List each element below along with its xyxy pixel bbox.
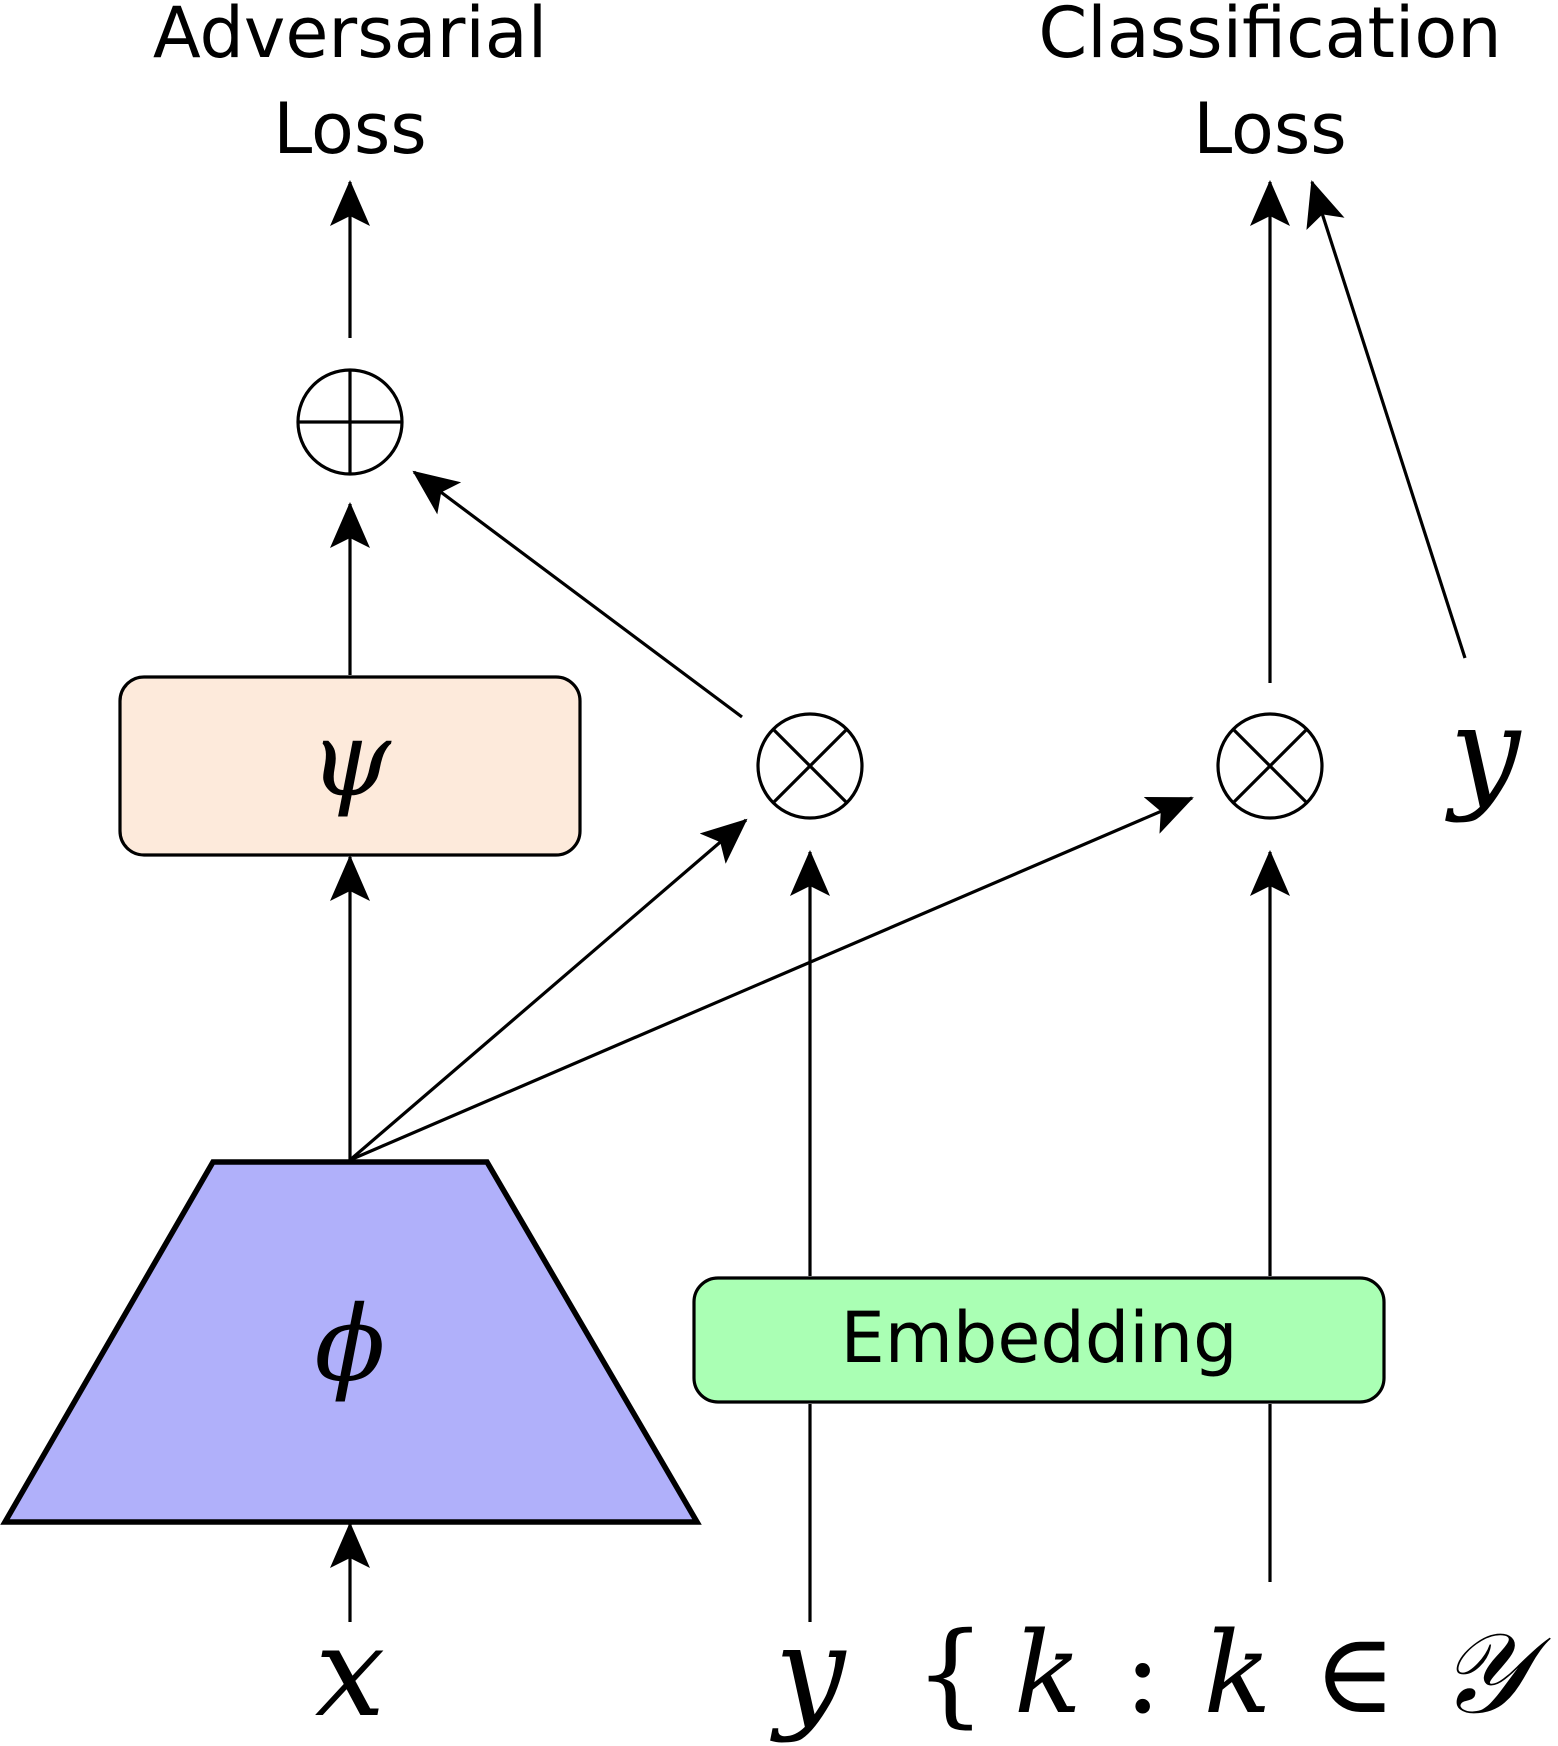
input-y: y [770,1600,847,1745]
embedding-node: Embedding [692,1276,1386,1404]
adversarial-loss-line-2: Loss [273,88,427,170]
label-set: { k : k ∈ 𝒴 } [915,1609,1558,1739]
edge-product-1-to-sum [412,470,743,719]
label-set-in-symbol: ∈ [1313,1609,1396,1739]
psi-symbol: ψ [309,698,392,820]
edge-phi-to-product-1 [348,818,748,1162]
phi-node: ϕ [0,1159,702,1525]
edges [330,180,1467,1622]
product-operator-1-node [756,712,864,820]
edge-label-y-to-classification-loss [1306,180,1467,659]
classification-loss-node: Classification Loss [1038,0,1501,170]
label-set-colon: : [1124,1609,1162,1739]
label-set-open-brace: { [915,1609,986,1739]
psi-node: ψ [118,675,582,857]
label-set-k2: k [1204,1609,1272,1739]
classification-loss-line-2: Loss [1193,88,1347,170]
sum-operator-node [296,368,404,476]
label-set-calligraphic-y: 𝒴 [1438,1609,1551,1739]
adversarial-loss-node: Adversarial Loss [153,0,547,170]
label-y: y [1445,680,1522,825]
product-operator-2-diagonal-b [1232,728,1308,804]
embedding-label: Embedding [840,1297,1237,1379]
classification-loss-line-1: Classification [1038,0,1501,74]
phi-symbol: ϕ [315,1283,386,1405]
product-operator-1-diagonal-b [772,728,848,804]
label-set-k1: k [1014,1609,1082,1739]
adversarial-loss-line-1: Adversarial [153,0,547,74]
input-x: x [315,1600,386,1745]
product-operator-2-node [1216,712,1324,820]
phi-trapezoid [0,1159,702,1525]
embedding-box [692,1276,1386,1404]
label-set-close-brace: } [1554,1609,1558,1739]
edge-phi-to-product-2 [349,796,1194,1162]
